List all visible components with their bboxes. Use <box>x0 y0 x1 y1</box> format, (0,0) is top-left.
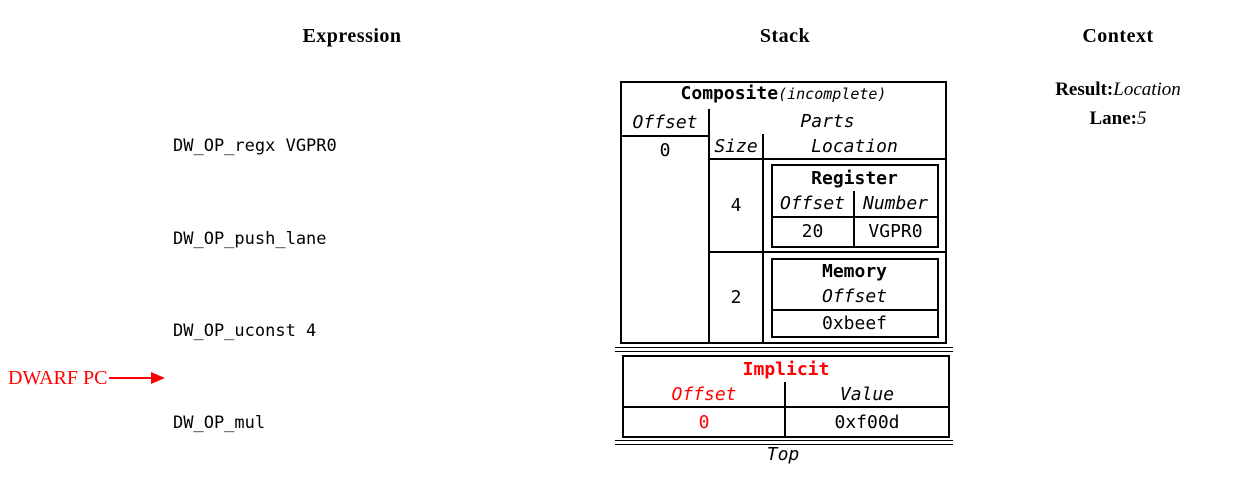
register-number-header: Number <box>854 191 937 218</box>
memory-title: Memory <box>821 261 888 282</box>
register-title: Register <box>811 167 898 189</box>
dwarf-pc-arrow-icon <box>151 372 166 384</box>
register-location-table: Register Offset Number 20 VGPR0 <box>770 163 939 248</box>
context-block: Result:Location Lane:5 <box>1008 76 1228 133</box>
stack-entry-composite: Composite(incomplete) Offset 0 Parts Siz… <box>620 81 947 344</box>
dwarf-pc-arrow-line <box>109 376 152 380</box>
composite-offset-value: 0 <box>659 140 671 161</box>
register-offset-value: 20 <box>773 217 855 246</box>
context-lane-row: Lane:5 <box>1008 105 1228 134</box>
stack-top-divider <box>615 440 953 445</box>
implicit-grid: Offset Value 0 0xf00d <box>624 382 948 436</box>
composite-parts-grid: Size Location 4 Register Offset Number 2… <box>710 134 945 342</box>
composite-parts-column: Parts Size Location 4 Register Offset Nu… <box>710 109 945 342</box>
implicit-offset-value: 0 <box>624 408 786 436</box>
composite-title: Composite <box>680 83 779 104</box>
stack-entry-divider <box>615 347 953 352</box>
part2-location-cell: Memory Offset 0xbeef <box>764 253 945 342</box>
composite-body: Offset 0 Parts Size Location 4 Register … <box>622 109 945 342</box>
context-result-row: Result:Location <box>1008 76 1228 105</box>
lane-label: Lane: <box>1089 107 1138 129</box>
context-column-header: Context <box>1082 25 1154 47</box>
dwarf-pc-marker: DWARF PC <box>8 367 166 389</box>
composite-offset-column: Offset 0 <box>622 109 710 342</box>
stack-column-header: Stack <box>759 25 811 47</box>
lane-value: 5 <box>1137 107 1147 129</box>
memory-location-table: Memory Offset 0xbeef <box>770 257 939 338</box>
part1-location-cell: Register Offset Number 20 VGPR0 <box>764 160 945 253</box>
result-label: Result: <box>1055 79 1114 100</box>
opcode-line: DW_OP_mul <box>173 412 266 433</box>
memory-offset-header: Offset <box>772 284 937 311</box>
implicit-value-header: Value <box>786 382 948 408</box>
stack-entry-implicit: Implicit Offset Value 0 0xf00d <box>622 355 950 438</box>
memory-offset-value: 0xbeef <box>821 312 888 334</box>
register-number-value: VGPR0 <box>868 221 923 242</box>
opcode-line: DW_OP_push_lane <box>173 228 327 249</box>
implicit-value-value: 0xf00d <box>834 411 900 433</box>
implicit-title: Implicit <box>742 359 830 380</box>
parts-size-header: Size <box>710 134 764 160</box>
opcode-line: DW_OP_regx VGPR0 <box>173 136 337 157</box>
dwarf-pc-label: DWARF PC <box>8 367 108 389</box>
composite-qualifier: (incomplete) <box>778 85 887 103</box>
expression-column-header: Expression <box>302 25 402 47</box>
composite-offset-header: Offset <box>622 109 708 137</box>
parts-location-header: Location <box>764 134 945 160</box>
register-grid: Offset Number 20 VGPR0 <box>772 190 937 246</box>
opcode-line: DW_OP_uconst 4 <box>173 320 317 341</box>
register-offset-header: Offset <box>772 190 855 218</box>
part2-size-value: 2 <box>710 253 764 342</box>
part1-size-value: 4 <box>710 160 764 253</box>
composite-title-row: Composite(incomplete) <box>622 83 945 109</box>
stack-top-label: Top <box>766 444 800 465</box>
composite-parts-header: Parts <box>800 111 855 132</box>
implicit-offset-header: Offset <box>624 382 786 408</box>
opcode-list: DW_OP_regx VGPR0 DW_OP_push_lane DW_OP_u… <box>173 70 367 500</box>
result-value: Location <box>1113 79 1181 100</box>
